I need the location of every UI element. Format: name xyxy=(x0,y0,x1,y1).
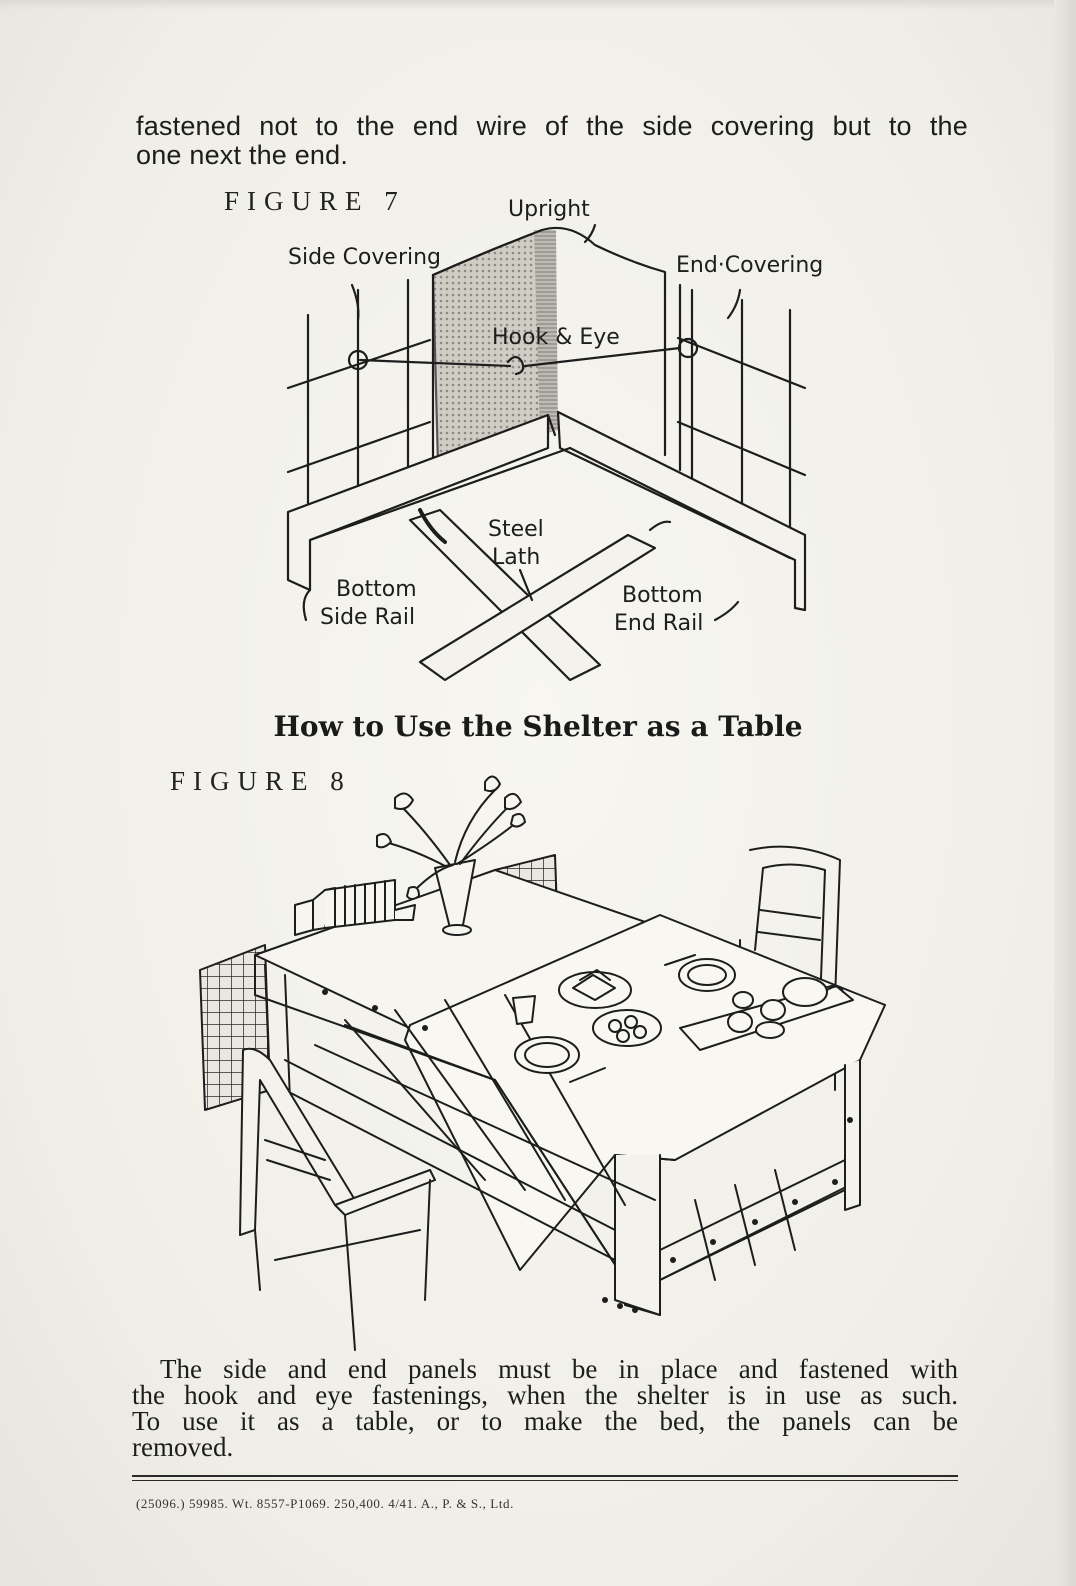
drinking-glass xyxy=(512,995,536,1025)
shelter-frame-front xyxy=(254,954,861,1316)
upright-post xyxy=(534,230,558,435)
body-line-1: The side and end panels must be in place… xyxy=(160,1354,958,1384)
sandwich-plate xyxy=(558,971,632,1009)
page-top-edge xyxy=(0,0,1076,10)
figure-7-caption: FIGURE 7 xyxy=(224,186,406,216)
label-bottom-end: Bottom xyxy=(622,583,703,608)
steel-lath-2 xyxy=(418,533,657,682)
books xyxy=(294,879,416,936)
figure-7-illustration: Upright Side Covering End·Covering Hook … xyxy=(286,197,823,682)
body-paragraph: The side and end panels must be in place… xyxy=(132,1354,958,1462)
plate-right xyxy=(678,958,736,992)
label-steel: Steel xyxy=(488,517,544,542)
intro-line-2: one next the end. xyxy=(136,140,349,170)
print-imprint: (25096.) 59985. Wt. 8557-P1069. 250,400.… xyxy=(136,1496,514,1511)
intro-paragraph: fastened not to the end wire of the side… xyxy=(136,112,968,170)
figure-8-caption: FIGURE 8 xyxy=(170,766,352,796)
shelter-leg-front xyxy=(614,1154,661,1316)
label-hook-eye: Hook & Eye xyxy=(492,325,620,350)
footer-rule-thick xyxy=(132,1475,958,1477)
label-end-covering: End·Covering xyxy=(676,253,823,278)
figure-8-illustration xyxy=(199,775,886,1351)
section-heading: How to Use the Shelter as a Table xyxy=(273,710,803,743)
label-lath: Lath xyxy=(492,545,540,570)
label-side-covering: Side Covering xyxy=(288,245,441,270)
end-panel-frame xyxy=(431,226,667,457)
body-line-4: removed. xyxy=(132,1432,234,1462)
bottom-end-rail xyxy=(556,410,807,612)
body-line-2: the hook and eye fastenings, when the sh… xyxy=(132,1380,958,1410)
label-upright: Upright xyxy=(508,197,590,222)
intro-line-1: fastened not to the end wire of the side… xyxy=(136,111,968,141)
label-side-rail: Side Rail xyxy=(320,605,415,630)
shelter-leg-right xyxy=(844,1059,861,1211)
body-line-3: To use it as a table, or to make the bed… xyxy=(132,1406,958,1436)
page-right-edge xyxy=(1054,0,1076,1586)
tulip-vase xyxy=(376,775,526,936)
tea-tray xyxy=(679,977,854,1051)
label-bottom-side: Bottom xyxy=(336,577,417,602)
front-chair xyxy=(239,1047,436,1351)
label-end-rail: End Rail xyxy=(614,611,703,636)
footer-rule-thin xyxy=(132,1480,958,1481)
